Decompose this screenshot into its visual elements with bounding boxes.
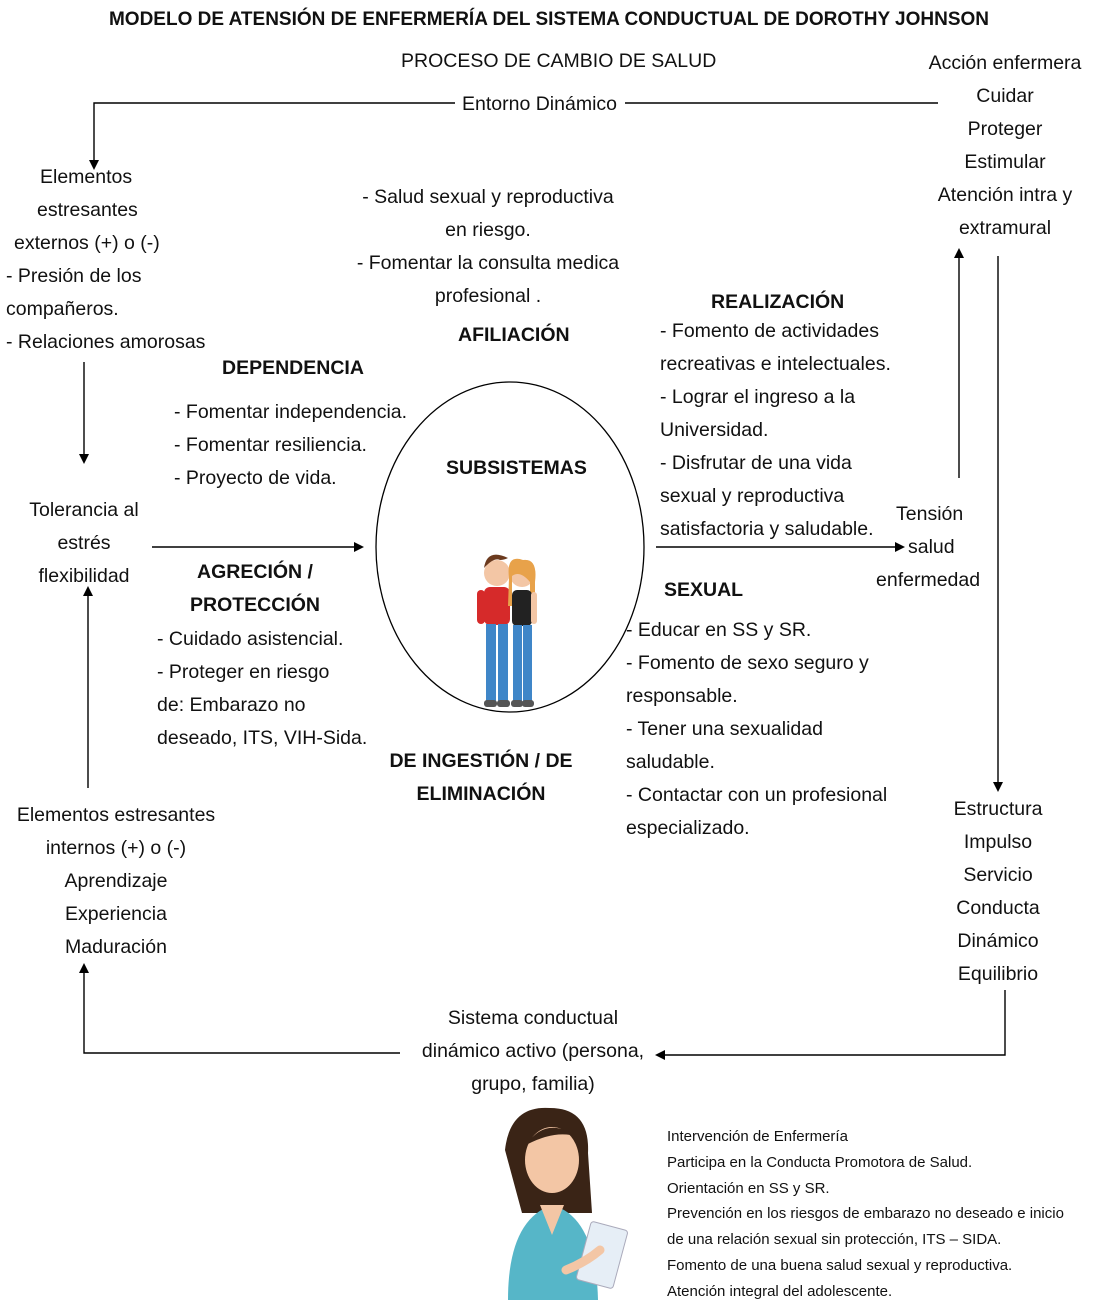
tension-line: enfermedad: [876, 569, 981, 591]
subsistemas-label: SUBSISTEMAS: [446, 457, 587, 479]
estructura-line: Conducta: [956, 897, 1040, 919]
realizacion-item: sexual y reproductiva: [660, 485, 845, 507]
tension-box: Tensión salud enfermedad: [876, 498, 980, 597]
intervencion-line: Prevención en los riesgos de embarazo no…: [667, 1205, 1064, 1223]
tolerancia-line: estrés: [57, 532, 111, 554]
internos-line: Maduración: [65, 936, 167, 958]
internos-box: Elementos estresantes internos (+) o (-)…: [6, 799, 226, 964]
accion-line: Cuidar: [976, 85, 1034, 107]
accion-line: Estimular: [964, 151, 1046, 173]
intervencion-line: Participa en la Conducta Promotora de Sa…: [667, 1153, 973, 1171]
afiliacion-item: profesional .: [434, 285, 542, 307]
accion-line: Acción enfermera: [928, 52, 1082, 74]
internos-line: Elementos estresantes: [16, 804, 216, 826]
externos-line: - Presión de los: [6, 265, 142, 287]
tension-line: Tensión: [896, 503, 964, 525]
sistema-box: Sistema conductual dinámico activo (pers…: [408, 1002, 658, 1101]
intervencion-line: Intervención de Enfermería: [667, 1128, 848, 1145]
sexual-item: - Tener una sexualidad: [626, 718, 823, 740]
estructura-line: Estructura: [953, 798, 1043, 820]
accion-box: Acción enfermera Cuidar Proteger Estimul…: [920, 47, 1090, 245]
internos-line: Experiencia: [65, 903, 167, 925]
agrecion-title-line: AGRECIÓN /: [197, 561, 313, 583]
tolerancia-box: Tolerancia al estrés flexibilidad: [10, 494, 158, 593]
tension-line: salud: [908, 536, 955, 558]
internos-line: internos (+) o (-): [45, 837, 187, 859]
externos-box: Elementos estresantes externos (+) o (-)…: [6, 161, 205, 359]
sistema-line: dinámico activo (persona,: [421, 1040, 645, 1062]
agrecion-item: deseado, ITS, VIH-Sida.: [157, 727, 368, 749]
sexual-item: especializado.: [626, 817, 750, 839]
dependencia-item: - Fomentar independencia.: [174, 401, 408, 423]
realizacion-item: - Lograr el ingreso a la: [660, 386, 856, 408]
tolerancia-line: Tolerancia al: [29, 499, 139, 521]
estructura-line: Servicio: [963, 864, 1033, 886]
couple-illustration: [477, 554, 537, 707]
sistema-line: Sistema conductual: [447, 1007, 619, 1029]
dependencia-item: - Fomentar resiliencia.: [174, 434, 367, 456]
realizacion-item: - Fomento de actividades: [660, 320, 879, 342]
intervencion-line: Fomento de una buena salud sexual y repr…: [667, 1256, 1013, 1274]
sexual-title: SEXUAL: [664, 579, 744, 601]
agrecion-items: - Cuidado asistencial. - Proteger en rie…: [157, 623, 367, 755]
tolerancia-line: flexibilidad: [38, 565, 130, 587]
externos-line: compañeros.: [6, 298, 119, 320]
sexual-item: saludable.: [626, 751, 715, 773]
externos-line: Elementos: [40, 166, 133, 188]
dependencia-items: - Fomentar independencia. - Fomentar res…: [174, 396, 407, 495]
agrecion-item: - Cuidado asistencial.: [157, 628, 344, 650]
sexual-items: - Educar en SS y SR. - Fomento de sexo s…: [626, 614, 887, 845]
dependencia-title: DEPENDENCIA: [222, 357, 364, 379]
intervencion-line: de una relación sexual sin protección, I…: [667, 1231, 1002, 1249]
afiliacion-items: - Salud sexual y reproductiva en riesgo.…: [340, 181, 636, 313]
arrow-sistema-to-internos: [79, 963, 400, 1054]
proceso-label: PROCESO DE CAMBIO DE SALUD: [401, 50, 717, 72]
afiliacion-title: AFILIACIÓN: [458, 324, 570, 346]
intervencion-line: Atención integral del adolescente.: [667, 1282, 893, 1300]
ingestion-title-line: DE INGESTIÓN / DE: [389, 750, 573, 772]
entorno-label: Entorno Dinámico: [462, 93, 617, 115]
intervencion-box: Intervención de Enfermería Participa en …: [667, 1124, 1064, 1305]
subsistemas-circle: [375, 381, 645, 713]
afiliacion-item: - Fomentar la consulta medica: [356, 252, 620, 274]
accion-line: extramural: [958, 217, 1052, 239]
realizacion-item: satisfactoria y saludable.: [660, 518, 874, 540]
estructura-line: Equilibrio: [957, 963, 1039, 985]
nurse-illustration: [505, 1107, 628, 1300]
accion-line: Proteger: [967, 118, 1043, 140]
ingestion-title: DE INGESTIÓN / DE ELIMINACIÓN: [378, 745, 584, 811]
internos-line: Aprendizaje: [64, 870, 168, 892]
estructura-line: Impulso: [963, 831, 1033, 853]
externos-line: - Relaciones amorosas: [6, 331, 206, 353]
agrecion-item: de: Embarazo no: [157, 694, 306, 716]
realizacion-item: - Disfrutar de una vida: [660, 452, 852, 474]
sexual-item: responsable.: [626, 685, 738, 707]
diagram-title: MODELO DE ATENSIÓN DE ENFERMERÍA DEL SIS…: [108, 9, 990, 30]
afiliacion-item: - Salud sexual y reproductiva: [362, 186, 614, 208]
agrecion-title: AGRECIÓN / PROTECCIÓN: [182, 556, 328, 622]
dependencia-item: - Proyecto de vida.: [174, 467, 337, 489]
externos-line: estresantes: [37, 199, 138, 221]
arrow-estructura-to-sistema: [655, 990, 1006, 1060]
estructura-box: Estructura Impulso Servicio Conducta Din…: [930, 793, 1066, 991]
accion-line: Atención intra y: [937, 184, 1073, 206]
afiliacion-item: en riesgo.: [445, 219, 531, 241]
estructura-line: Dinámico: [957, 930, 1039, 952]
intervencion-line: Orientación en SS y SR.: [667, 1179, 830, 1197]
realizacion-item: Universidad.: [660, 419, 769, 441]
ingestion-title-line: ELIMINACIÓN: [416, 783, 546, 805]
agrecion-title-line: PROTECCIÓN: [189, 594, 320, 616]
realizacion-item: recreativas e intelectuales.: [660, 353, 891, 375]
sexual-item: - Fomento de sexo seguro y: [626, 652, 869, 674]
realizacion-items: - Fomento de actividades recreativas e i…: [660, 315, 891, 546]
externos-line: externos (+) o (-): [14, 232, 160, 254]
sexual-item: - Contactar con un profesional: [626, 784, 888, 806]
sistema-line: grupo, familia): [471, 1073, 595, 1095]
arrow-entorno-left: [89, 102, 455, 170]
sexual-item: - Educar en SS y SR.: [626, 619, 812, 641]
realizacion-title: REALIZACIÓN: [711, 291, 845, 313]
agrecion-item: - Proteger en riesgo: [157, 661, 330, 683]
